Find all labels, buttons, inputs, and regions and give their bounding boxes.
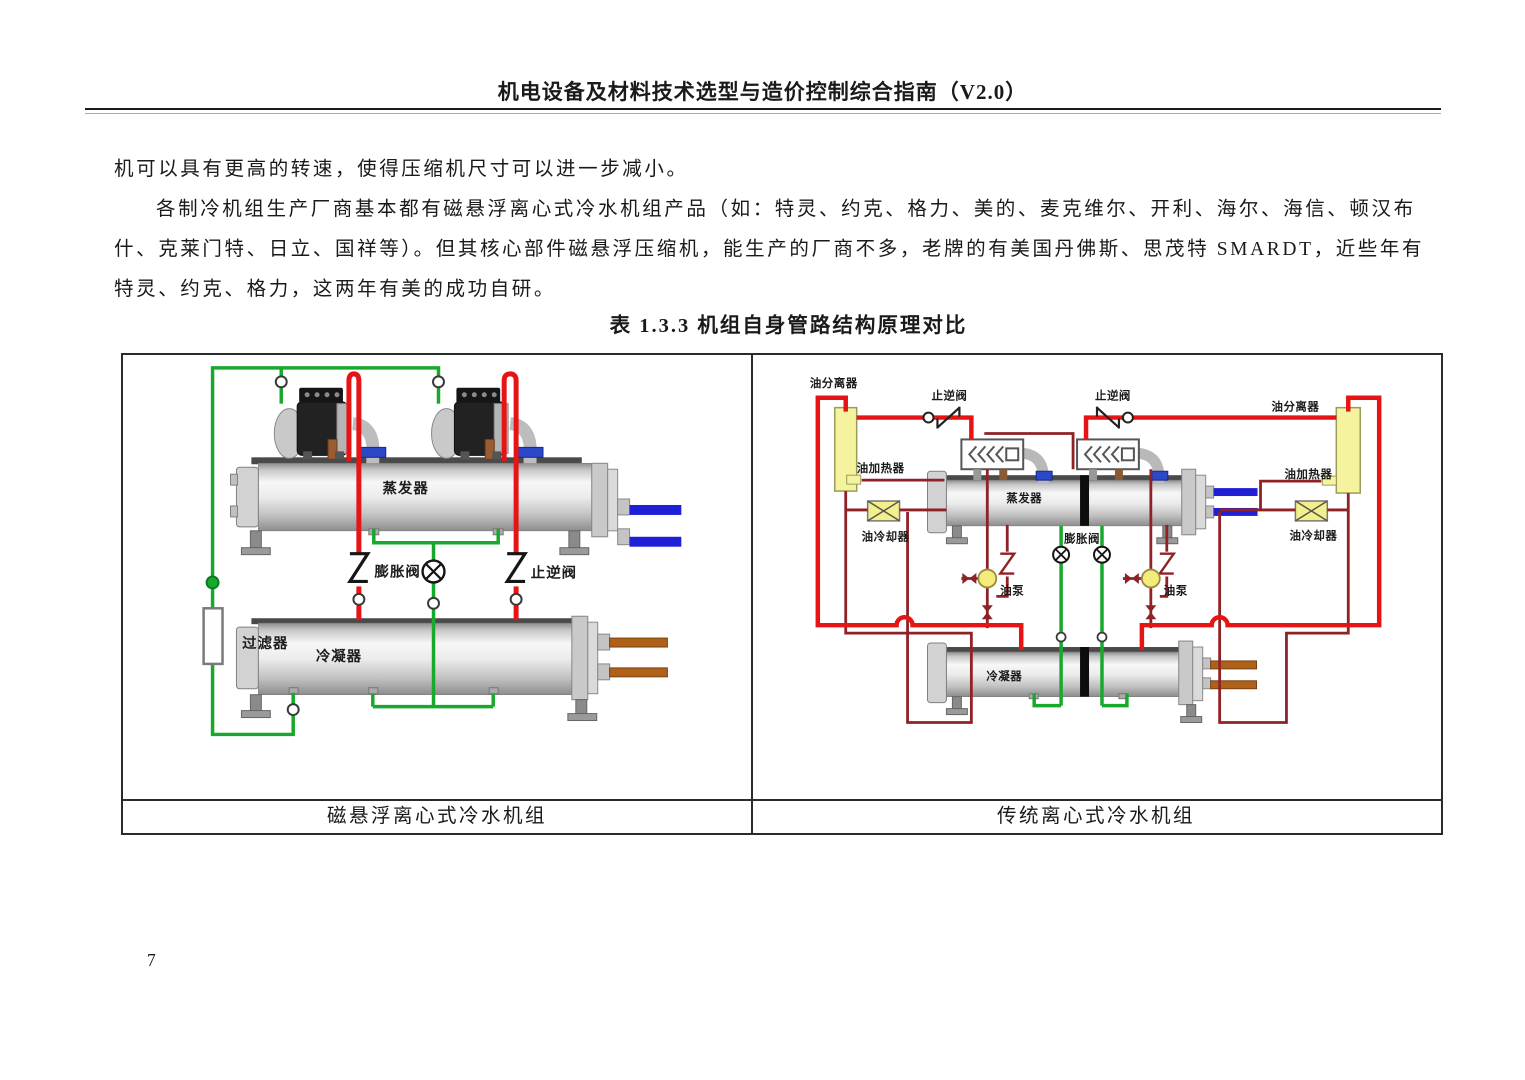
compressor	[273, 387, 387, 464]
oil-valve-icon	[997, 552, 1017, 575]
oil-heater-label: 油加热器	[1284, 467, 1332, 481]
compressor	[431, 387, 544, 464]
right-diagram-svg: 油分离器 止逆阀 止逆阀 油分离器 油加热器 油加热器 油冷却器 油冷却器 蒸发…	[810, 376, 1382, 724]
check-valve-label: 止逆阀	[1095, 389, 1131, 403]
header-rule-shadow	[85, 113, 1441, 114]
oil-pump	[977, 568, 998, 589]
check-valve-icon	[922, 406, 961, 429]
cooling-water-pipe	[1210, 680, 1258, 690]
check-valve-label: 止逆阀	[931, 389, 967, 403]
evaporator-label: 蒸发器	[383, 479, 429, 497]
expansion-valve-label: 膨胀阀	[1063, 532, 1100, 546]
oil-valve-icon	[1157, 552, 1177, 575]
oil-cooler	[866, 500, 901, 522]
cooling-water-pipe	[609, 637, 668, 648]
evaporator-label: 蒸发器	[1006, 491, 1042, 505]
paragraph-line: 什、克莱门特、日立、国祥等）。但其核心部件磁悬浮压缩机，能生产的厂商不多，老牌的…	[114, 239, 1425, 260]
page-title: 机电设备及材料技术选型与造价控制综合指南（V2.0）	[497, 80, 1028, 104]
shutoff-valve-icon	[421, 559, 446, 584]
cooling-water-pipe	[609, 667, 668, 678]
chilled-water-pipe	[1213, 488, 1258, 497]
oil-cooler-label: 油冷却器	[862, 530, 910, 544]
expansion-valve-icon	[346, 552, 371, 584]
paragraph-line: 特灵、约克、格力，这两年有美的成功自研。	[114, 279, 557, 300]
table-column-divider	[751, 355, 753, 833]
liquid-line-pipes	[210, 366, 500, 737]
left-diagram-svg: 蒸发器 冷凝器 过滤器 膨胀阀 止逆阀	[202, 366, 682, 737]
table-caption-row: 磁悬浮离心式冷水机组 传统离心式冷水机组	[123, 799, 1441, 833]
oil-heater-label: 油加热器	[857, 461, 905, 475]
paragraph-line: 各制冷机组生产厂商基本都有磁悬浮离心式冷水机组产品（如：特灵、约克、格力、美的、…	[156, 199, 1416, 220]
oil-separator	[1335, 406, 1361, 494]
chilled-water-pipe	[1213, 507, 1258, 516]
oil-pump-label: 油泵	[1164, 583, 1188, 597]
left-cell-caption: 磁悬浮离心式冷水机组	[326, 806, 547, 827]
check-valve-icon	[504, 552, 528, 584]
discharge-pipes	[815, 395, 1382, 651]
right-cell-caption: 传统离心式冷水机组	[996, 806, 1195, 827]
header-rule	[85, 108, 1441, 110]
oil-pump	[1140, 568, 1161, 589]
evaporator-vessel	[229, 457, 631, 556]
oil-separator-label: 油分离器	[1272, 400, 1320, 414]
liquid-line-pipes	[1032, 525, 1129, 708]
comparison-table: 蒸发器 冷凝器 过滤器 膨胀阀 止逆阀	[121, 353, 1443, 835]
cooling-water-pipe	[1210, 660, 1258, 670]
chilled-water-pipe	[629, 536, 682, 547]
pipe-flanges	[1055, 631, 1108, 643]
filter-label: 过滤器	[242, 634, 288, 652]
condenser-label: 冷凝器	[986, 669, 1022, 683]
filter-body	[202, 607, 224, 666]
paragraph-line: 机可以具有更高的转速，使得压缩机尺寸可以进一步减小。	[114, 159, 689, 180]
green-joint-dot	[205, 575, 220, 590]
body-paragraph: 机可以具有更高的转速，使得压缩机尺寸可以进一步减小。 各制冷机组生产厂商基本都有…	[114, 150, 1425, 310]
discharge-pipes	[346, 371, 519, 621]
oil-heater-element	[1321, 475, 1337, 486]
oil-separator-label: 油分离器	[810, 376, 858, 390]
expansion-valve-label: 膨胀阀	[375, 563, 421, 581]
oil-heater-element	[846, 474, 862, 485]
oil-cooler-label: 油冷却器	[1289, 529, 1337, 543]
pipe-flanges	[274, 375, 523, 717]
oil-cooler	[1294, 500, 1329, 522]
condenser-label: 冷凝器	[316, 647, 362, 665]
check-valve-icon	[1095, 406, 1134, 429]
table-caption: 表 1.3.3 机组自身管路结构原理对比	[609, 315, 968, 337]
chilled-water-pipe	[629, 504, 682, 515]
expansion-valve-icon	[1052, 545, 1111, 564]
condenser-vessel	[235, 615, 611, 722]
oil-valve-icon	[962, 573, 1157, 620]
compressor	[960, 438, 1053, 484]
page-number: 7	[147, 950, 156, 970]
check-valve-label: 止逆阀	[531, 564, 577, 582]
compressor	[1076, 438, 1169, 484]
oil-pump-label: 油泵	[1000, 583, 1024, 597]
